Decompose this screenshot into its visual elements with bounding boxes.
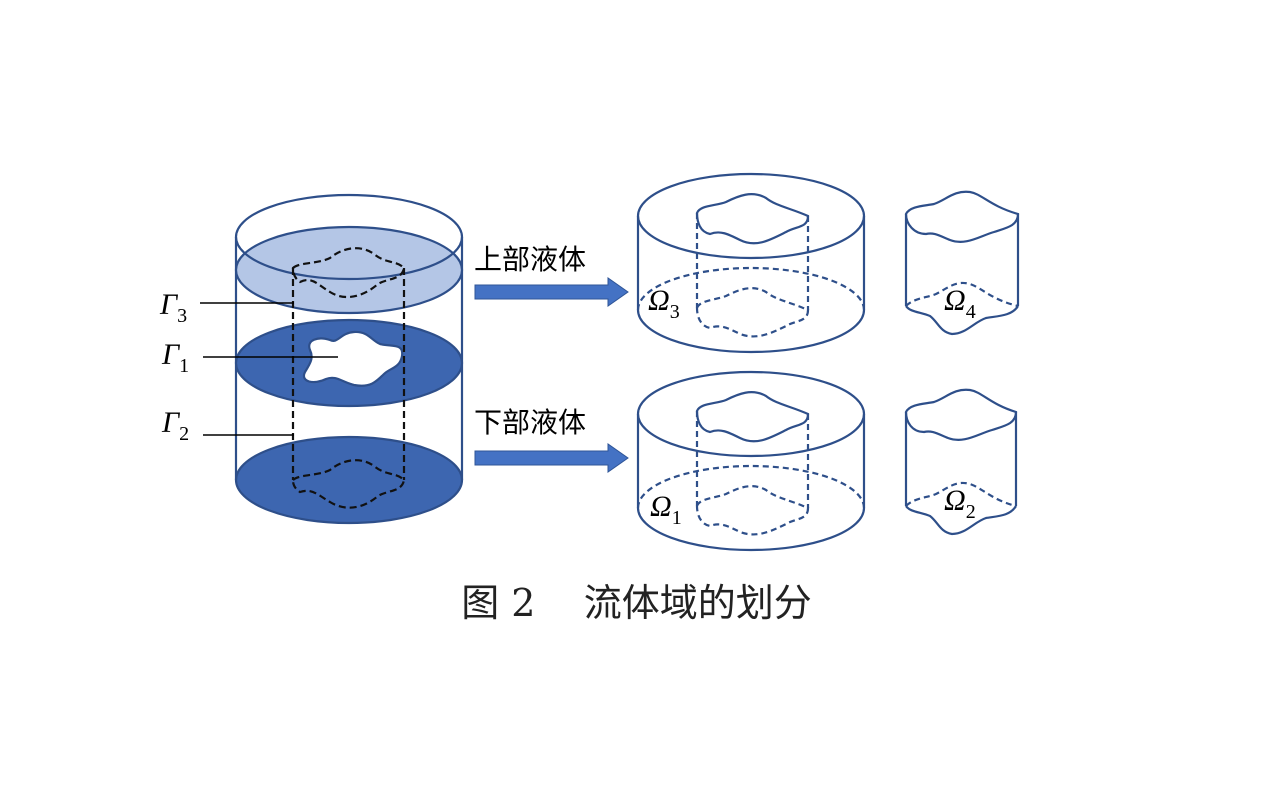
caption-number: 图 2	[461, 581, 536, 625]
omega4-label: Ω4	[944, 284, 976, 323]
top-surface-gamma3	[234, 225, 464, 315]
column2-bottom-back	[905, 481, 1017, 508]
column4-top	[904, 190, 1020, 243]
lower-column-omega2	[904, 388, 1018, 536]
left-cylinder	[234, 193, 464, 525]
omega2-label: Ω2	[944, 484, 976, 523]
column2-top	[904, 388, 1018, 441]
annulus3-bottom-front	[636, 309, 866, 354]
inner-bottom-outline	[291, 459, 406, 509]
inner-top-outline	[291, 247, 406, 299]
upper-column-omega4	[904, 190, 1020, 336]
annulus3-inner-bottom	[695, 287, 810, 338]
upper-annulus-omega3	[636, 172, 866, 354]
bottom-disk-gamma2	[234, 435, 464, 525]
arrow-upper	[474, 277, 629, 307]
column4-bottom-back	[905, 281, 1019, 308]
gamma-leaders	[200, 302, 338, 436]
omega3-label: Ω3	[648, 284, 680, 323]
annulus1-inner-bottom	[695, 485, 810, 536]
annulus1-inner-top	[695, 391, 810, 443]
gamma2-label: Γ2	[161, 406, 189, 445]
annulus1-bottom-back	[636, 464, 866, 509]
lower-annulus-omega1	[636, 370, 866, 552]
gamma3-label: Γ3	[159, 288, 187, 327]
omega1-label: Ω1	[650, 490, 682, 529]
column2-bottom-front	[905, 505, 1017, 536]
cylinder-top-rim	[234, 193, 464, 281]
annulus3-bottom-back	[636, 266, 866, 311]
annulus3-inner-top	[695, 193, 810, 245]
column4-bottom-front	[905, 305, 1019, 336]
arrow-lower	[474, 443, 629, 473]
interface-disk-gamma1	[234, 318, 464, 408]
lower-liquid-label: 下部液体	[474, 406, 586, 439]
upper-liquid-label: 上部液体	[474, 243, 586, 276]
annulus1-bottom-front	[636, 507, 866, 552]
figure-caption: 图 2 流体域的划分	[0, 572, 1273, 627]
caption-title: 流体域的划分	[583, 581, 812, 625]
gamma1-label: Γ1	[161, 338, 189, 377]
